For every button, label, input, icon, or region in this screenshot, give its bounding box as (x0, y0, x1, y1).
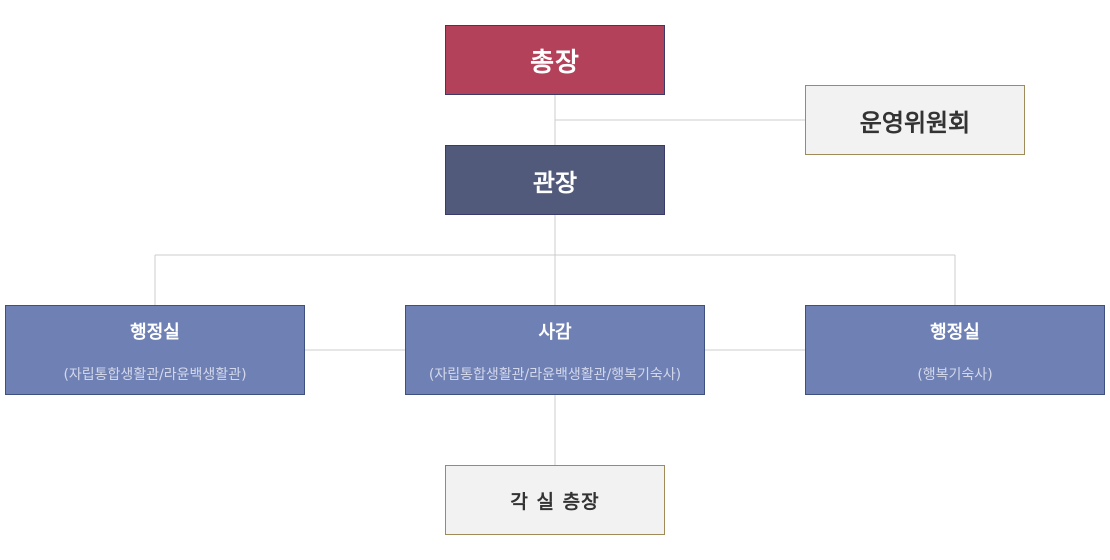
department-box-admin-left: 행정실 (자립통합생활관/라윤백생활관) (5, 305, 305, 395)
floor-heads-box: 각 실 층장 (445, 465, 665, 535)
president-box: 총장 (445, 25, 665, 95)
director-label: 관장 (532, 168, 578, 197)
committee-label: 운영위원회 (859, 108, 971, 137)
department-subtitle: (자립통합생활관/라윤백생활관) (63, 367, 247, 383)
committee-box: 운영위원회 (805, 85, 1025, 155)
department-subtitle: (자립통합생활관/라윤백생활관/행복기숙사) (428, 367, 682, 383)
department-title: 사감 (538, 322, 572, 343)
president-label: 총장 (530, 47, 580, 78)
department-subtitle: (행복기숙사) (917, 367, 993, 383)
department-title: 행정실 (930, 322, 980, 343)
department-box-admin-right: 행정실 (행복기숙사) (805, 305, 1105, 395)
floor-heads-label: 각 실 층장 (510, 490, 600, 513)
department-box-supervisor: 사감 (자립통합생활관/라윤백생활관/행복기숙사) (405, 305, 705, 395)
department-title: 행정실 (130, 322, 180, 343)
director-box: 관장 (445, 145, 665, 215)
